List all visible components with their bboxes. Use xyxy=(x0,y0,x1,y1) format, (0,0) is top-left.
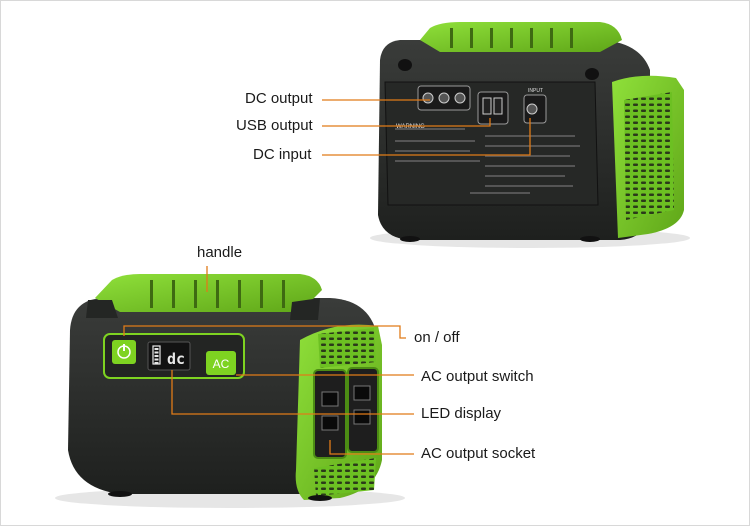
input-port-text: INPUT xyxy=(528,88,543,94)
lcd-readout: dc xyxy=(167,350,185,368)
label-dc-output: DC output xyxy=(245,90,313,107)
rear-view-device xyxy=(370,22,690,248)
leader-usb-output xyxy=(322,118,491,127)
label-dc-input: DC input xyxy=(253,146,312,163)
label-on-off: on / off xyxy=(414,329,460,346)
leader-ac-socket xyxy=(329,440,414,455)
leader-led-display xyxy=(171,370,414,415)
front-view-device xyxy=(55,274,405,508)
label-ac-output-socket: AC output socket xyxy=(421,445,536,462)
leader-lines xyxy=(123,99,531,455)
leader-dc-input xyxy=(322,118,531,156)
ac-button-text: AC xyxy=(213,357,230,371)
label-ac-output-switch: AC output switch xyxy=(421,368,534,385)
label-handle: handle xyxy=(197,244,243,261)
label-usb-output: USB output xyxy=(236,117,313,134)
leader-on-off xyxy=(123,325,406,339)
label-led-display: LED display xyxy=(421,405,502,422)
warning-text: WARNING xyxy=(396,124,425,130)
